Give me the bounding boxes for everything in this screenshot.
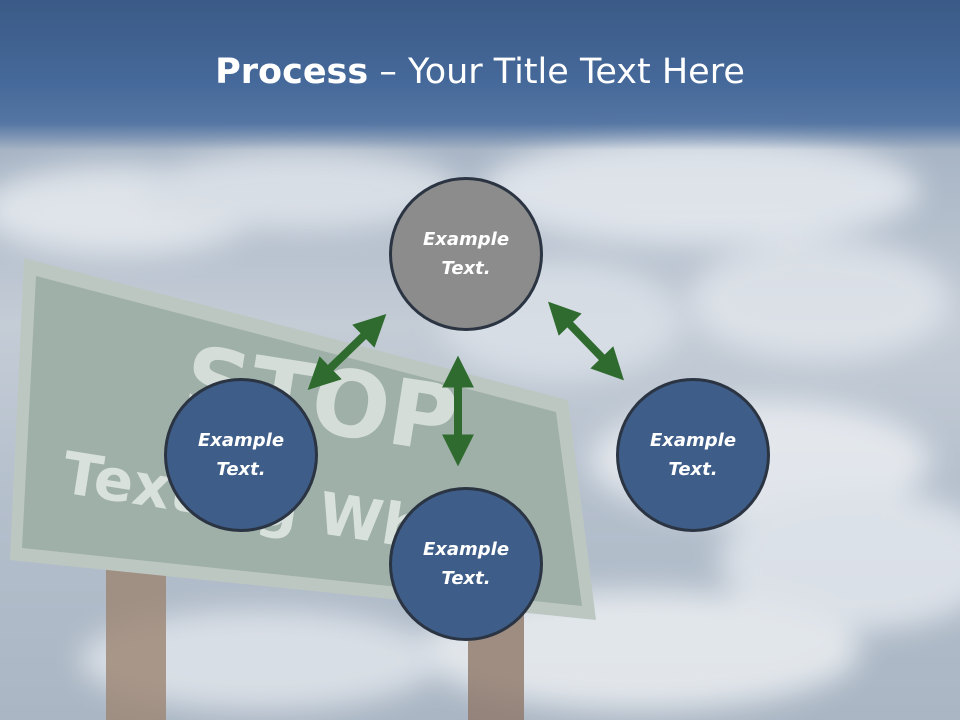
node-top: Example Text. xyxy=(389,177,543,331)
node-right: Example Text. xyxy=(616,378,770,532)
node-bottom-line2: Text. xyxy=(441,568,491,589)
title-bold: Process xyxy=(215,52,369,92)
node-bottom: Example Text. xyxy=(389,487,543,641)
arrow-top-right xyxy=(547,301,625,381)
node-left-line2: Text. xyxy=(216,459,266,480)
title-band xyxy=(0,0,960,150)
node-left-line1: Example xyxy=(197,430,285,451)
title-rest: – Your Title Text Here xyxy=(368,52,745,92)
node-right-line2: Text. xyxy=(668,459,718,480)
node-left: Example Text. xyxy=(164,378,318,532)
node-top-line1: Example xyxy=(422,229,510,250)
node-bottom-line1: Example xyxy=(422,539,510,560)
sign-post-left xyxy=(106,570,166,720)
page-title: Process – Your Title Text Here xyxy=(0,52,960,92)
node-right-line1: Example xyxy=(649,430,737,451)
node-top-line2: Text. xyxy=(441,258,491,279)
arrow-top-left xyxy=(307,313,387,391)
